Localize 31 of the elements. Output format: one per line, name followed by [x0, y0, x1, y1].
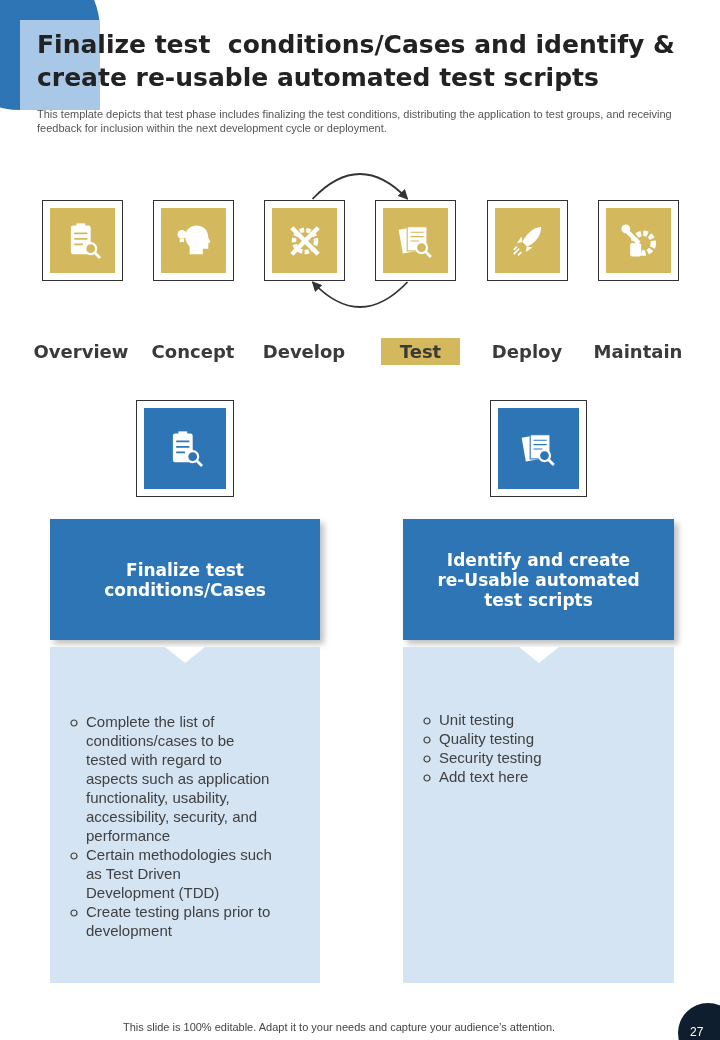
footer-note: This slide is 100% editable. Adapt it to your needs and capture your audience’s attention. [123, 1021, 557, 1033]
bullet-item: Certain methodologies such as Test Driven Development (TDD) [86, 846, 272, 901]
bullet-item: Security testing [439, 749, 542, 766]
icon-tile [42, 200, 123, 281]
icon-tile [136, 400, 234, 497]
icon-tile [490, 400, 587, 497]
content-panel [403, 647, 674, 983]
curved-arrow [311, 173, 409, 200]
curved-arrow [311, 281, 409, 308]
icon-tile [375, 200, 456, 281]
section-header: Identify and create re-Usable automated test scripts [403, 519, 674, 640]
phase-label: Maintain [592, 340, 684, 364]
bullet-item: Create testing plans prior to development [86, 903, 271, 939]
bullet-item: Add text here [439, 768, 529, 785]
phase-label: Concept [150, 340, 236, 364]
bullet-item: Quality testing [439, 730, 535, 747]
bullet-item: Complete the list of conditions/cases to be tested with regard to aspects such as application functionality, usability, accessibility, security, and performance [86, 713, 270, 844]
subtitle-text: This template depicts that test phase includes finalizing the test conditions, distributing the application to test groups, and receiving feedback for inclusion within the next development cycle or deployment. [37, 107, 673, 135]
phase-label: Deploy [490, 340, 564, 364]
icon-tile [487, 200, 568, 281]
bullet-item: Unit testing [439, 711, 515, 728]
phase-label: Test [381, 338, 460, 365]
content-panel [50, 647, 320, 983]
page-number: 27 [678, 1003, 720, 1040]
phase-label: Develop [261, 340, 347, 364]
icon-tile [264, 200, 345, 281]
icon-tile [598, 200, 679, 281]
slide-title: Finalize test conditions/Cases and identify & create re-usable automated test scripts [37, 29, 676, 94]
phase-label: Overview [32, 340, 130, 364]
icon-tile [153, 200, 234, 281]
section-header: Finalize test conditions/Cases [50, 519, 320, 640]
